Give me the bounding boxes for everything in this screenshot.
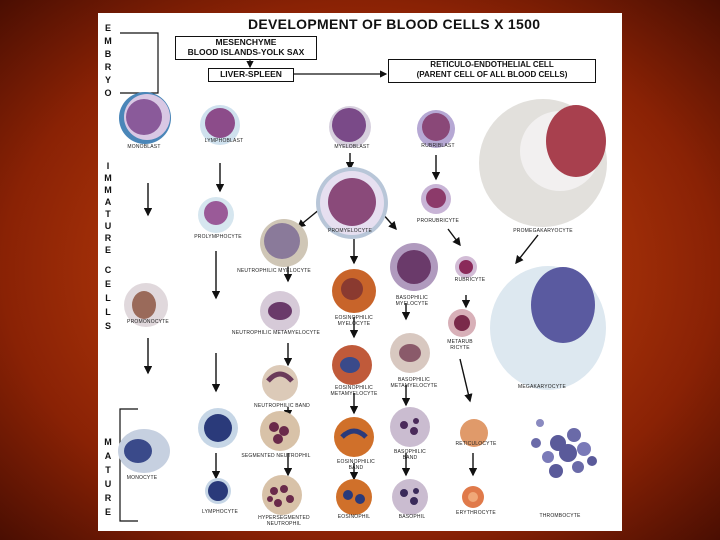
hypersegmented-neutrophil-cell bbox=[262, 475, 302, 515]
label-basophilic-band: BASOPHILIC BAND bbox=[390, 449, 430, 461]
label-metarubricyte: METARUBRICYTE bbox=[446, 339, 474, 351]
label-basophilic-myelocyte: BASOPHILIC MYELOCYTE bbox=[389, 295, 435, 307]
label-eosinophilic-metamyelocyte-text: EOSINOPHILIC METAMYELOCYTE bbox=[324, 385, 384, 397]
label-neutrophilic-band: NEUTROPHILIC BAND bbox=[254, 403, 310, 409]
label-neutrophilic-metamyelocyte: NEUTROPHILIC METAMYELOCYTE bbox=[232, 330, 320, 336]
segmented-neutrophil-cell bbox=[260, 411, 300, 451]
neutrophilic-band-cell bbox=[262, 365, 298, 401]
lymphocyte-large-cell bbox=[198, 408, 238, 448]
prolymphocyte-cell bbox=[198, 197, 234, 233]
eosinophil-cell bbox=[336, 479, 372, 515]
basophil-cell bbox=[392, 479, 428, 515]
label-hypersegmented-neutrophil: HYPERSEGMENTED NEUTROPHIL bbox=[253, 515, 315, 527]
label-eosinophilic-band-text: EOSINOPHILIC BAND bbox=[334, 459, 378, 471]
label-rubriblast: RUBRIBLAST bbox=[421, 143, 454, 149]
label-megakaryocyte: MEGAKARYOCYTE bbox=[518, 384, 566, 390]
basophilic-band-cell bbox=[390, 407, 430, 447]
diagram-panel: DEVELOPMENT OF BLOOD CELLS X 1500 MESENC… bbox=[98, 13, 622, 531]
label-lymphoblast: LYMPHOBLAST bbox=[205, 138, 244, 144]
label-monoblast: MONOBLAST bbox=[127, 144, 160, 150]
label-segmented-neutrophil: SEGMENTED NEUTROPHIL bbox=[241, 453, 310, 459]
label-neutrophilic-myelocyte: NEUTROPHILIC MYELOCYTE bbox=[237, 268, 311, 274]
label-hypersegmented-neutrophil-text: HYPERSEGMENTED NEUTROPHIL bbox=[253, 515, 315, 527]
label-eosinophilic-myelocyte-text: EOSINOPHILIC MYELOCYTE bbox=[331, 315, 377, 327]
label-prorubricyte: PRORUBRICYTE bbox=[417, 218, 459, 224]
eosinophilic-band-cell bbox=[334, 417, 374, 457]
label-basophil: BASOPHIL bbox=[399, 514, 426, 520]
label-basophilic-metamyelocyte: BASOPHILIC METAMYELOCYTE bbox=[386, 377, 442, 389]
monocyte-cell bbox=[118, 429, 170, 473]
basophilic-metamyelocyte-cell bbox=[390, 333, 430, 373]
label-eosinophilic-metamyelocyte: EOSINOPHILIC METAMYELOCYTE bbox=[324, 385, 384, 397]
basophilic-myelocyte-cell bbox=[390, 243, 438, 291]
label-rubricyte: RUBRICYTE bbox=[455, 277, 486, 283]
label-eosinophil: EOSINOPHIL bbox=[338, 514, 371, 520]
label-erythrocyte: ERYTHROCYTE bbox=[456, 510, 496, 516]
monoblast-cell bbox=[119, 92, 171, 144]
label-monocyte: MONOCYTE bbox=[127, 475, 158, 481]
cell-illustrations bbox=[98, 13, 622, 531]
label-promonocyte: PROMONOCYTE bbox=[127, 319, 169, 325]
label-promyelocyte: PROMYELOCYTE bbox=[328, 228, 372, 234]
prorubricyte-cell bbox=[421, 184, 451, 214]
label-myeloblast: MYELOBLAST bbox=[334, 144, 369, 150]
label-lymphocyte: LYMPHOCYTE bbox=[202, 509, 238, 515]
metarubricyte-cell bbox=[448, 309, 476, 337]
thrombocyte-cluster bbox=[531, 419, 597, 478]
label-promegakaryocyte: PROMEGAKARYOCYTE bbox=[513, 228, 573, 234]
eosinophilic-myelocyte-cell bbox=[332, 269, 376, 313]
label-basophilic-band-text: BASOPHILIC BAND bbox=[390, 449, 430, 461]
erythrocyte-cell bbox=[462, 486, 484, 508]
label-basophilic-myelocyte-text: BASOPHILIC MYELOCYTE bbox=[389, 295, 435, 307]
label-prolymphocyte: PROLYMPHOCYTE bbox=[194, 234, 242, 240]
neutrophilic-myelocyte-cell bbox=[260, 219, 308, 267]
label-reticulocyte: RETICULOCYTE bbox=[455, 441, 496, 447]
eosinophilic-metamyelocyte-cell bbox=[332, 345, 372, 385]
myeloblast-cell bbox=[329, 106, 371, 148]
label-eosinophilic-myelocyte: EOSINOPHILIC MYELOCYTE bbox=[331, 315, 377, 327]
label-eosinophilic-band: EOSINOPHILIC BAND bbox=[334, 459, 378, 471]
rubricyte-cell bbox=[455, 256, 477, 278]
lymphocyte-cell bbox=[205, 478, 231, 504]
promegakaryocyte-cell bbox=[479, 99, 607, 227]
label-metarubricyte-text: METARUBRICYTE bbox=[446, 339, 474, 351]
label-basophilic-metamyelocyte-text: BASOPHILIC METAMYELOCYTE bbox=[386, 377, 442, 389]
neutrophilic-metamyelocyte-cell bbox=[260, 291, 300, 331]
label-thrombocyte: THROMBOCYTE bbox=[539, 513, 580, 519]
megakaryocyte-cell bbox=[490, 266, 606, 390]
